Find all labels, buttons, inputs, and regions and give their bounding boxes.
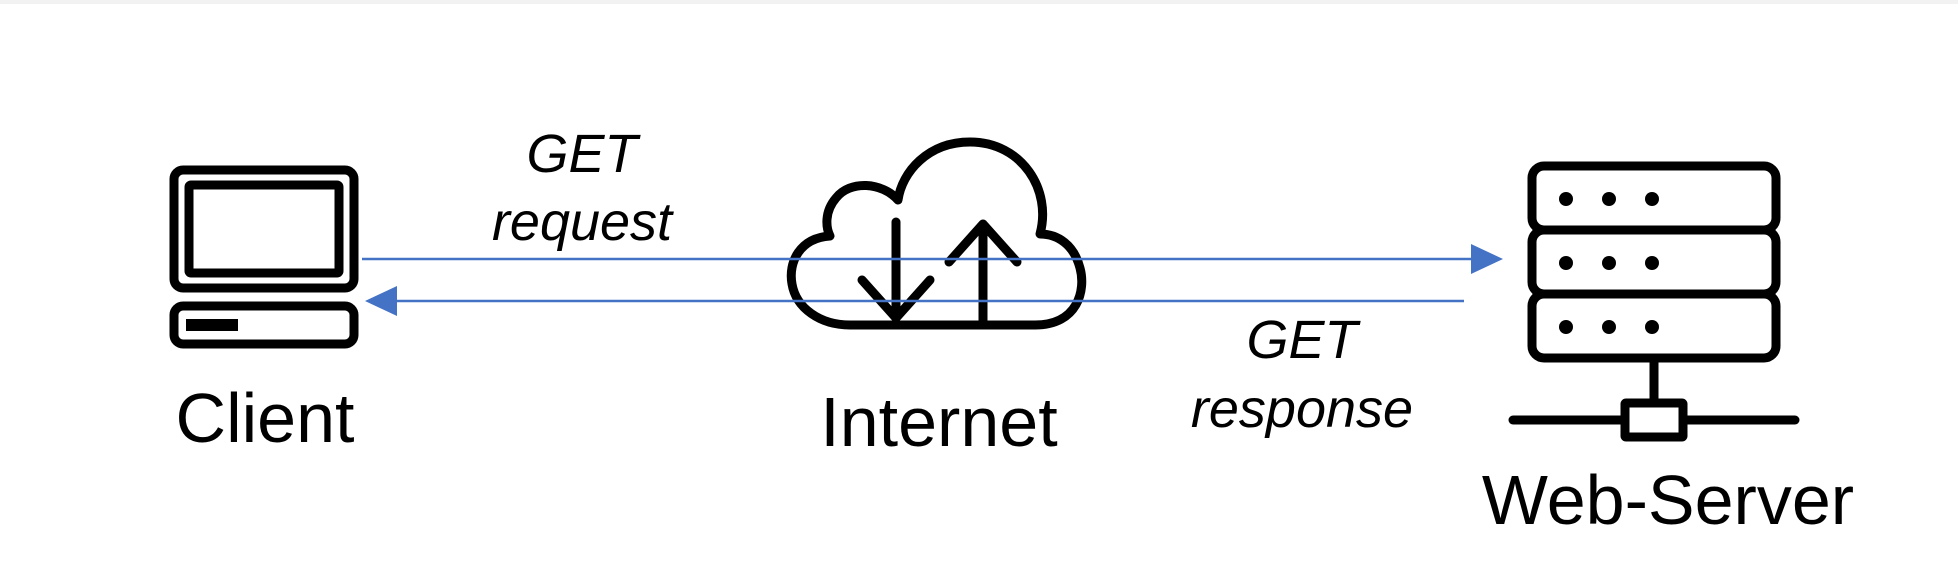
- request-arrow: [362, 244, 1503, 274]
- top-cropped-text-strip: [0, 0, 1958, 4]
- internet-label: Internet: [820, 383, 1057, 461]
- server-rack-icon: [1508, 161, 1800, 442]
- web-server-label: Web-Server: [1482, 461, 1854, 539]
- response-arrow: [365, 286, 1464, 316]
- laptop-icon: [169, 165, 359, 349]
- cloud-upload-download-icon: [786, 137, 1087, 330]
- response-label-line1: GET: [1246, 310, 1361, 370]
- request-label-line2: request: [492, 192, 674, 252]
- response-label-line2: response: [1191, 379, 1413, 439]
- request-label-line1: GET: [526, 124, 641, 184]
- client-label: Client: [176, 379, 355, 457]
